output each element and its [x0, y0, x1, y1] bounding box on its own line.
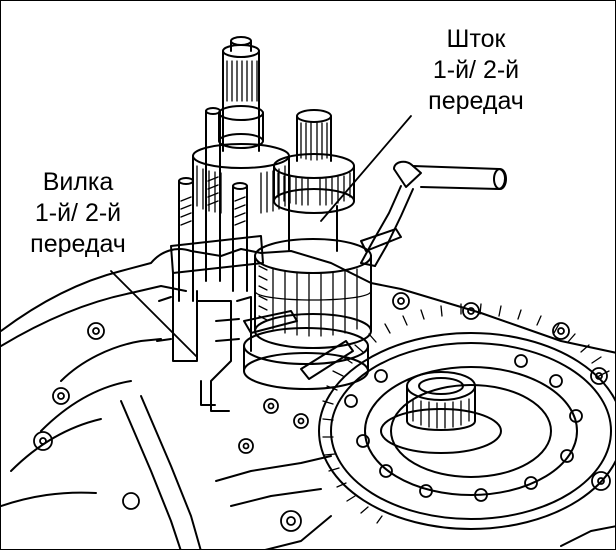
- callout-leaders: [110, 115, 412, 357]
- housing-outline: [1, 248, 615, 549]
- gear-cluster: [243, 109, 372, 390]
- callout-line: передач: [30, 230, 126, 258]
- differential-ring-gear: [318, 303, 615, 530]
- callout-line: Вилка: [42, 168, 114, 196]
- callout-line: Шток: [446, 25, 506, 53]
- housing-bolts: [33, 292, 611, 532]
- shift-lever: [360, 160, 507, 267]
- small-parts: [243, 228, 402, 380]
- callout-line: 1-й/ 2-й: [432, 56, 520, 84]
- callout-line: 1-й/ 2-й: [34, 199, 122, 227]
- callout-line: передач: [428, 87, 524, 115]
- callout-label-shift-rod: Шток 1-й/ 2-й передач: [413, 24, 539, 117]
- callout-label-shift-fork: Вилка 1-й/ 2-й передач: [15, 167, 141, 260]
